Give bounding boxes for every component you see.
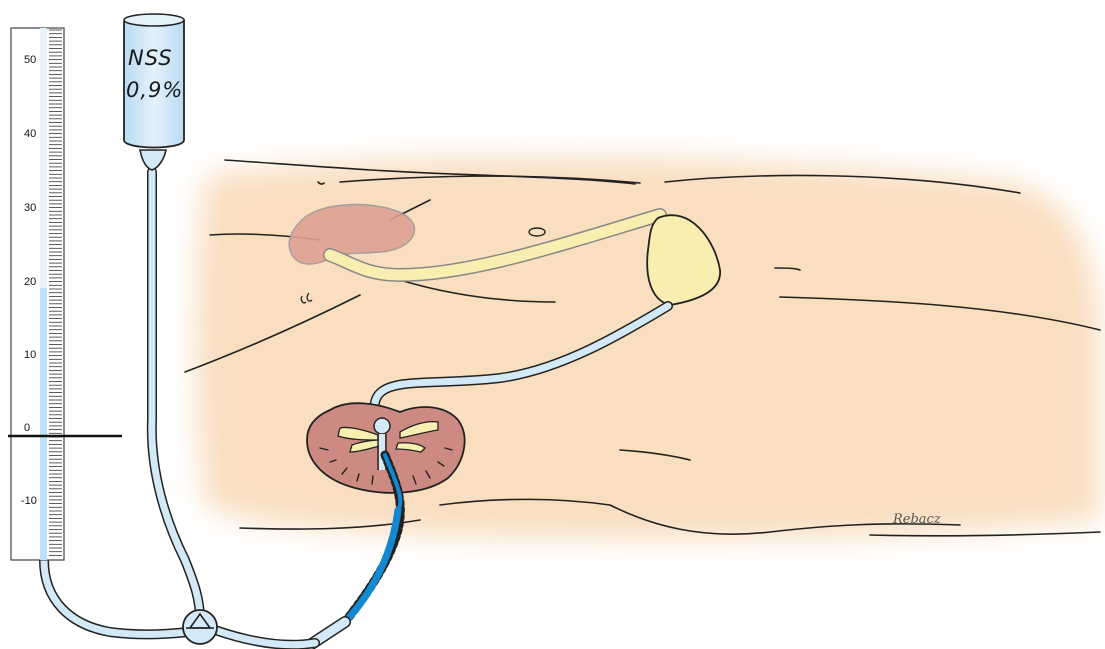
scale-label-10: 10 — [24, 349, 36, 361]
scale-label-minus10: -10 — [21, 495, 37, 507]
artist-signature: Rebacz — [892, 512, 941, 527]
bottle-label-line2: 0,9% — [126, 78, 183, 102]
bottle-label-line1: NSS — [128, 46, 173, 70]
saline-bottle: NSS 0,9% — [124, 14, 184, 170]
scale-label-50: 50 — [24, 54, 36, 66]
scale-label-30: 30 — [24, 202, 36, 214]
manometer: 50 40 30 20 10 0 -10 — [8, 28, 122, 560]
three-way-stopcock — [183, 610, 217, 644]
scale-label-0: 0 — [24, 422, 30, 434]
scale-label-40: 40 — [24, 128, 36, 140]
scale-label-20: 20 — [24, 276, 36, 288]
